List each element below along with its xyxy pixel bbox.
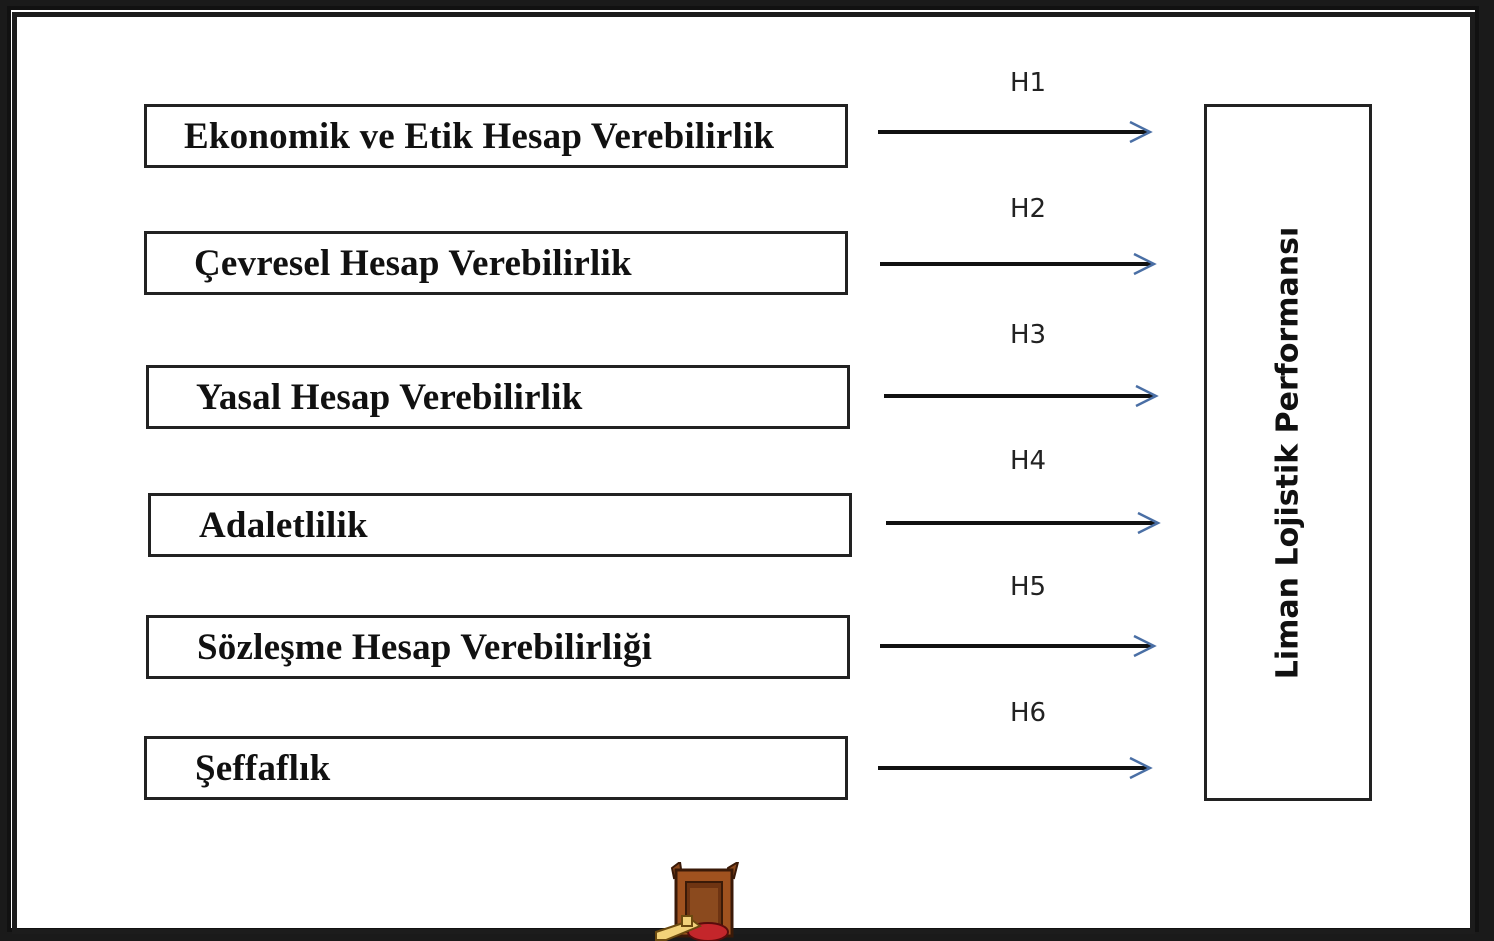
factor-label: Ekonomik ve Etik Hesap Verebilirlik: [184, 115, 775, 157]
factor-box-legal: Yasal Hesap Verebilirlik: [146, 365, 850, 429]
arrow-h4: [886, 511, 1161, 535]
hypothesis-label-h3: H3: [1009, 320, 1047, 350]
factor-box-contractual: Sözleşme Hesap Verebilirliği: [146, 615, 850, 679]
factor-box-transparency: Şeffaflık: [144, 736, 848, 800]
factor-box-fairness: Adaletlilik: [148, 493, 852, 557]
factor-label: Sözleşme Hesap Verebilirliği: [197, 626, 653, 668]
hypothesis-label-h5: H5: [1009, 572, 1047, 602]
arrow-h6: [878, 756, 1153, 780]
arrow-h2: [880, 252, 1157, 276]
arrow-h3: [884, 384, 1159, 408]
factor-label: Şeffaflık: [195, 747, 331, 789]
factor-label: Adaletlilik: [199, 504, 368, 546]
outcome-box: Liman Lojistik Performansı: [1204, 104, 1372, 801]
factor-box-economic-ethical: Ekonomik ve Etik Hesap Verebilirlik: [144, 104, 848, 168]
factor-box-environmental: Çevresel Hesap Verebilirlik: [144, 231, 848, 295]
factor-label: Çevresel Hesap Verebilirlik: [194, 242, 632, 284]
hypothesis-label-h4: H4: [1009, 446, 1047, 476]
arrow-h1: [878, 120, 1153, 144]
hypothesis-label-h2: H2: [1009, 194, 1047, 224]
factor-label: Yasal Hesap Verebilirlik: [196, 376, 583, 418]
cartoon-character-icon: [655, 862, 740, 941]
hypothesis-label-h6: H6: [1009, 698, 1047, 728]
hypothesis-label-h1: H1: [1009, 68, 1047, 98]
diagram-frame: [12, 12, 1475, 934]
outcome-label: Liman Lojistik Performansı: [1270, 226, 1306, 679]
arrow-h5: [880, 634, 1157, 658]
